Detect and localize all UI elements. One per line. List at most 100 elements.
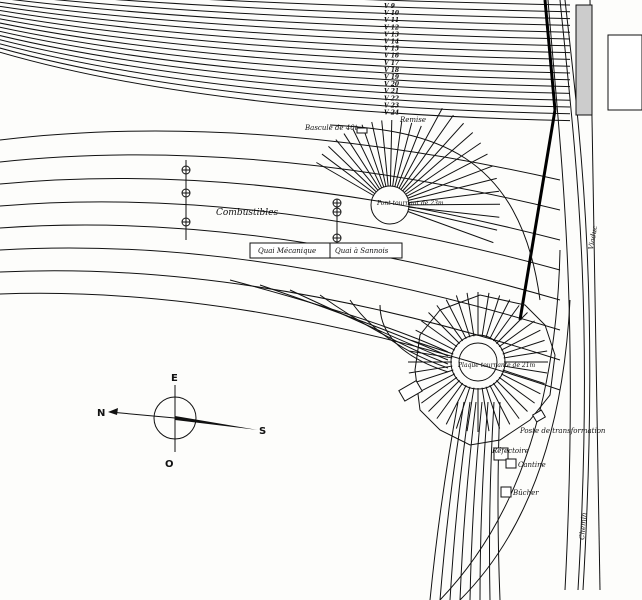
turntable-track xyxy=(381,120,389,187)
turntable-track xyxy=(361,124,385,188)
turntable-track xyxy=(402,122,464,192)
roundhouse-stall xyxy=(492,305,520,342)
roundhouse-stall xyxy=(428,380,460,412)
approach-track xyxy=(289,289,449,361)
fan-track xyxy=(497,401,501,600)
turntable-track xyxy=(408,206,500,218)
curve-track xyxy=(439,249,561,600)
roundhouse-stall xyxy=(498,376,535,404)
roundhouse-stall xyxy=(466,387,475,432)
track-label: V 23 xyxy=(384,102,399,109)
right-building xyxy=(607,34,642,111)
label-combustibles: Combustibles xyxy=(216,208,278,218)
track-label: V 11 xyxy=(384,17,399,24)
approach-track xyxy=(379,304,449,373)
track-label: V 9 xyxy=(384,3,396,10)
turntable-track xyxy=(406,153,488,197)
track-line xyxy=(0,26,571,81)
bucher-building xyxy=(500,486,512,498)
track-line xyxy=(0,201,561,271)
approach-track xyxy=(259,284,449,357)
track-label: V 15 xyxy=(384,46,399,53)
turntable-track xyxy=(316,162,374,196)
turntable-track xyxy=(408,208,498,231)
cantine-building xyxy=(505,458,517,469)
track-line xyxy=(0,5,571,47)
roundhouse-stall xyxy=(503,365,548,374)
roundhouse-stall xyxy=(500,329,541,351)
label-viaduc: Viaduc xyxy=(587,225,599,250)
roundhouse-stall xyxy=(503,350,548,359)
turntable-track xyxy=(407,165,494,199)
fan-track xyxy=(429,401,459,600)
roundhouse-stall xyxy=(466,292,475,337)
turntable-track xyxy=(408,190,500,204)
fan-track xyxy=(449,401,471,600)
platform xyxy=(575,4,593,116)
turntable-track xyxy=(396,125,422,188)
track-line xyxy=(208,0,571,13)
track-label: V 13 xyxy=(384,31,399,38)
quai-sannois xyxy=(329,242,403,259)
turntable-ring xyxy=(450,334,506,390)
track-line xyxy=(0,270,561,361)
track-label: V 14 xyxy=(384,39,399,46)
roundhouse-stall xyxy=(485,295,501,338)
track-line xyxy=(0,178,561,241)
roundhouse-stall xyxy=(481,387,490,432)
fan-track xyxy=(479,401,489,600)
turntable-track xyxy=(398,108,443,189)
turntable-23m xyxy=(316,108,501,244)
turntable-track xyxy=(371,121,387,187)
roundhouse-stall xyxy=(455,295,471,338)
label-chemin: Chemin xyxy=(578,512,588,540)
fan-tracks xyxy=(229,249,571,600)
track-label: V 21 xyxy=(384,88,399,95)
roundhouse-stall xyxy=(415,329,456,351)
label-bascule: Bascule de 40t xyxy=(304,124,358,132)
roundhouse-stall xyxy=(485,386,501,429)
track-label: V 22 xyxy=(384,95,399,102)
track-line xyxy=(0,130,561,181)
track-line xyxy=(0,1,571,40)
turntable-track xyxy=(343,133,381,190)
refectoire-building xyxy=(493,447,509,461)
fan-track xyxy=(469,401,483,600)
turntable-track xyxy=(407,211,494,244)
track-label: V 10 xyxy=(384,10,400,17)
track-line xyxy=(0,22,571,74)
track-line xyxy=(0,30,571,88)
roundhouse-stall xyxy=(492,382,520,419)
turntable-track xyxy=(405,142,482,195)
label-plaque-tournante: Plaque tournante de 21m xyxy=(457,362,536,369)
turntable-track xyxy=(403,132,474,193)
track-label: V 18 xyxy=(384,67,400,74)
turntable-pit xyxy=(458,342,498,382)
turntable-track xyxy=(408,177,497,201)
turntable-track xyxy=(408,203,501,206)
track-number-labels: V 9V 10V 11V 12V 13V 14V 15V 16V 17V 18V… xyxy=(384,3,400,117)
track-label: V 17 xyxy=(384,60,400,67)
turntable-track xyxy=(394,122,413,187)
compass-east: E xyxy=(171,373,178,384)
track-line xyxy=(0,35,571,94)
label-refectoire: Réfectoire xyxy=(491,447,529,455)
fan-track xyxy=(489,401,495,600)
track-line xyxy=(0,47,571,115)
roundhouse-stall xyxy=(411,369,454,385)
track-line xyxy=(0,43,571,108)
track-line xyxy=(0,51,571,122)
track-line xyxy=(54,0,571,26)
roundhouse-stall xyxy=(500,373,541,395)
track-label: V 19 xyxy=(384,74,400,81)
approach-track xyxy=(349,299,449,369)
track-line xyxy=(0,292,561,391)
track-line xyxy=(115,0,571,20)
track-label: V 20 xyxy=(384,81,400,88)
bascule xyxy=(356,127,368,134)
main-line xyxy=(559,0,585,591)
transfer-line xyxy=(518,109,557,321)
water-cranes xyxy=(181,160,342,243)
turntable-track xyxy=(321,153,376,195)
